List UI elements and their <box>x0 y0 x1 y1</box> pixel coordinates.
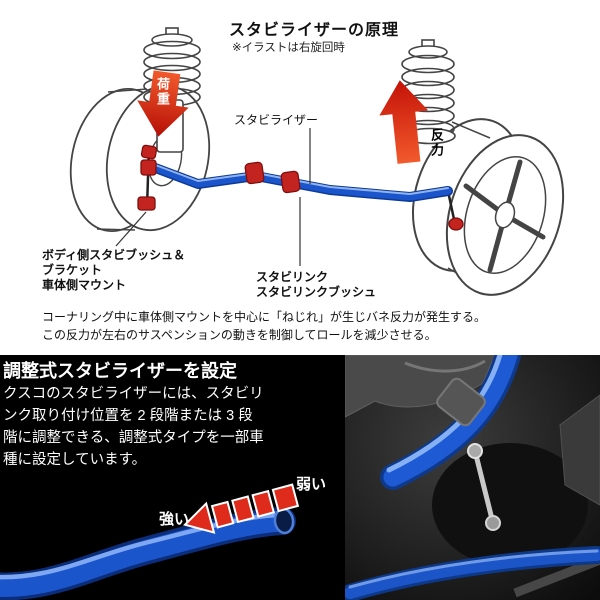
body-mount-label-line3: 車体側マウント <box>42 278 127 292</box>
bottom-body-line1: クスコのスタビライザーには、スタビリ <box>3 386 264 402</box>
adjust-range-arrow-icon <box>183 483 300 534</box>
red-bushes-brackets <box>137 144 464 231</box>
photo-end-link <box>467 443 501 531</box>
load-arrow-down-icon <box>137 70 189 137</box>
photo-lower-blue-arm <box>345 546 600 600</box>
stabilizer-bar-label: スタビライザー <box>234 113 319 127</box>
bottom-body-line4: 種に設定しています。 <box>3 452 147 468</box>
principle-description-line2: この反力が左右のサスペンションの動きを制御してロールを減少させる。 <box>42 328 437 342</box>
strong-label: 強い <box>159 511 190 528</box>
bottom-body-line2: ンク取り付け位置を 2 段階または 3 段 <box>3 408 253 424</box>
bracket-highlight <box>404 359 486 373</box>
stabilizer-principle-diagram <box>69 27 565 296</box>
photo-tie-rod <box>513 555 600 598</box>
body-mount-label-line2: ブラケット <box>42 263 103 277</box>
diagram-note: ※イラストは右旋回時 <box>232 42 345 54</box>
stabi-link-label: スタビリンク スタビリンクブッシュ <box>256 270 376 300</box>
bottom-panel-body: クスコのスタビライザーには、スタビリ ンク取り付け位置を 2 段階または 3 段… <box>3 383 345 471</box>
principle-description: コーナリング中に車体側マウントを中心に「ねじれ」が生じバネ反力が発生する。 この… <box>42 308 486 344</box>
dark-cavity <box>432 443 588 567</box>
leader-lines <box>115 128 311 266</box>
load-arrow-label: 荷重 <box>155 77 170 107</box>
bottom-panel-title: 調整式スタビライザーを設定 <box>3 361 237 381</box>
product-photo <box>345 355 600 600</box>
principle-description-line1: コーナリング中に車体側マウントを中心に「ねじれ」が生じバネ反力が発生する。 <box>42 310 487 324</box>
diagram-title: スタビライザーの原理 <box>229 22 400 39</box>
knuckle-metal <box>559 394 600 506</box>
body-mount-label-line1: ボディ側スタビブッシュ＆ <box>42 248 186 262</box>
photo-bar-clamp <box>436 377 486 427</box>
reaction-arrow-up-icon <box>379 80 429 164</box>
blue-bar-tube <box>0 507 296 600</box>
weak-label: 弱い <box>296 476 327 493</box>
right-wheel-drawing <box>411 118 565 296</box>
bottom-body-line3: 階に調整できる、調整式タイプを一部車 <box>3 430 264 446</box>
adjustable-bar-drawing <box>0 483 300 600</box>
stabi-link-label-line2: スタビリンクブッシュ <box>256 285 377 299</box>
body-mount-label: ボディ側スタビブッシュ＆ ブラケット 車体側マウント <box>42 248 185 293</box>
stabi-link-label-line1: スタビリンク <box>256 270 329 284</box>
reaction-arrow-label: 反力 <box>429 128 444 158</box>
